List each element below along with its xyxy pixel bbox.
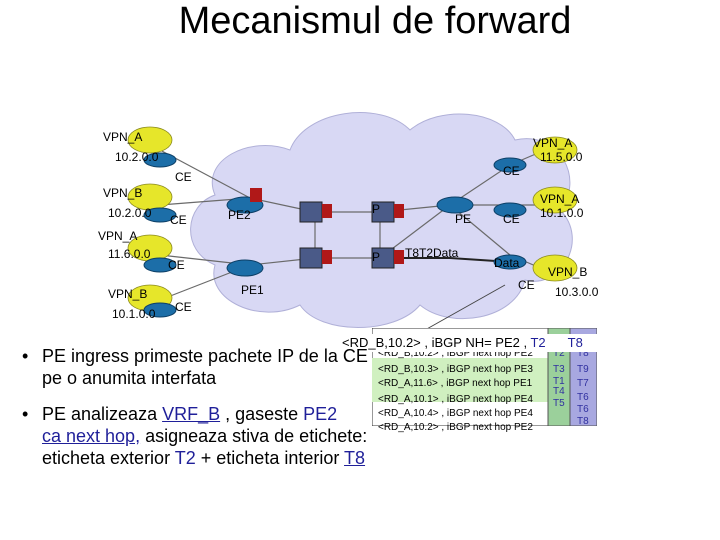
site-label-name: VPN_A	[98, 229, 138, 243]
site-label-prefix: 10.2.0.0	[108, 206, 152, 220]
bullet-text: PE analizeaza	[42, 404, 163, 424]
vrf-col2-cell: T6	[577, 404, 589, 415]
bullet-list: • PE ingress primeste pachete IP de la C…	[20, 345, 370, 483]
site-label-name: VPN_B	[548, 265, 588, 279]
site-label-prefix: 11.6.0.0	[108, 247, 151, 261]
pe1-label: PE1	[241, 283, 264, 297]
table-pointer	[424, 284, 506, 331]
site-label-name: VPN_B	[103, 186, 143, 200]
site-label-prefix: 10.1.0.0	[540, 206, 584, 220]
vrf-row: <RD_A,10.1> , iBGP next hop PE4	[378, 394, 533, 405]
vrf-table-highlight	[372, 358, 548, 402]
site-blob	[127, 126, 173, 154]
packet-path	[390, 257, 511, 263]
data-label: Data	[494, 256, 520, 270]
ce-label: CE	[518, 278, 535, 292]
p-routers	[299, 201, 404, 269]
bullet-text: eticheta exterior	[42, 448, 175, 468]
site-blob	[532, 254, 578, 282]
router-icon	[143, 302, 177, 318]
vrf-col1-cell: T4	[553, 386, 565, 397]
router-icon	[493, 254, 527, 270]
site-blob	[532, 186, 578, 214]
vrf-col1-cell: T5	[553, 398, 565, 409]
vrf-name: VRF_B	[162, 404, 221, 424]
router-icon	[436, 196, 474, 214]
router-icon	[493, 202, 527, 218]
pe-card-icon	[394, 204, 404, 218]
site-label-name: VPN_A	[103, 130, 143, 144]
bullet-dot: •	[22, 346, 29, 366]
ce-label: CE	[503, 164, 520, 178]
pe-card-icon	[250, 188, 262, 202]
site-label-prefix: 10.2.0.0	[115, 150, 159, 164]
pe-card-icon	[322, 250, 332, 264]
site-label-name: VPN_A	[533, 136, 573, 150]
site-label-prefix: 10.1.0.0	[112, 307, 156, 321]
bullet-item: • PE ingress primeste pachete IP de la C…	[20, 345, 370, 389]
slide-title: Mecanismul de forward	[178, 0, 572, 42]
bullet-dot: •	[22, 404, 29, 424]
pe-label: PE	[455, 212, 472, 226]
p-label: P	[372, 202, 381, 216]
inner-label: T8	[344, 448, 366, 468]
ce-label: CE	[175, 300, 192, 314]
p-label: P	[372, 250, 381, 264]
ce-label: CE	[503, 212, 520, 226]
site-label-name: VPN_B	[108, 287, 148, 301]
packet-label: T8T2Data	[405, 246, 459, 260]
ce-label: CE	[168, 258, 185, 272]
vrf-col2-cell: T6	[577, 392, 589, 403]
site-label-prefix: 10.3.0.0	[555, 285, 599, 299]
pe-card-icon	[394, 250, 404, 264]
vrf-row: <RD_B,10.2> , iBGP next hop PE2	[378, 348, 533, 359]
popup-inner-label: T8	[567, 335, 583, 350]
pe2-label: PE2	[228, 208, 251, 222]
popup-route: <RD_B,10.2> , iBGP NH= PE2 ,	[342, 335, 531, 350]
vrf-col1-cell: T2	[553, 348, 565, 359]
vrf-row: <RD_A,11.6> , iBGP next hop PE1	[378, 378, 533, 389]
pe-routers	[226, 188, 474, 277]
switch-icon	[299, 247, 323, 269]
bullet-text: eticheta interior	[216, 448, 345, 468]
vrf-row: <RD_A,10.2> , iBGP next hop PE2	[378, 422, 533, 433]
site-label-name: VPN_A	[540, 192, 580, 206]
ce-routers	[143, 152, 527, 318]
router-icon	[493, 157, 527, 173]
pe-card-icon	[322, 204, 332, 218]
ce-label: CE	[175, 170, 192, 184]
bullet-text: , gaseste	[220, 404, 304, 424]
bullet-text: +	[195, 448, 217, 468]
next-hop-text: ca next hop,	[42, 426, 141, 446]
site-blobs	[127, 126, 578, 312]
next-hop-pe: PE2	[303, 404, 338, 424]
site-blob	[532, 136, 578, 164]
router-icon	[143, 152, 177, 168]
ce-label: CE	[170, 213, 187, 227]
outer-label: T2	[174, 448, 196, 468]
vrf-col2-cell: T7	[577, 378, 589, 389]
vrf-row: <RD_B,10.3> , iBGP next hop PE3	[378, 364, 533, 375]
vrf-col2-cell: T8	[577, 416, 589, 427]
popup-outer-label: T2	[530, 335, 546, 350]
router-icon	[143, 257, 177, 273]
switch-icon	[299, 201, 323, 223]
bullet-text: asigneaza stiva de etichete:	[140, 426, 368, 446]
vrf-col2-cell: T8	[577, 348, 589, 359]
bullet-text: PE ingress primeste pachete IP de la CE …	[42, 346, 368, 388]
site-label-prefix: 11.5.0.0	[540, 150, 583, 164]
vrf-col1-cell: T3	[553, 364, 565, 375]
route-popup: <RD_B,10.2> , iBGP NH= PE2 , T2 T8	[342, 334, 626, 352]
vrf-col2-cell: T9	[577, 364, 589, 375]
vrf-col1-cell: T1	[553, 376, 565, 387]
bullet-item: • PE analizeaza VRF_B , gaseste PE2 ca n…	[20, 403, 370, 469]
router-icon	[226, 259, 264, 277]
vrf-row: <RD_A,10.4> , iBGP next hop PE4	[378, 408, 533, 419]
router-icon	[143, 207, 177, 223]
